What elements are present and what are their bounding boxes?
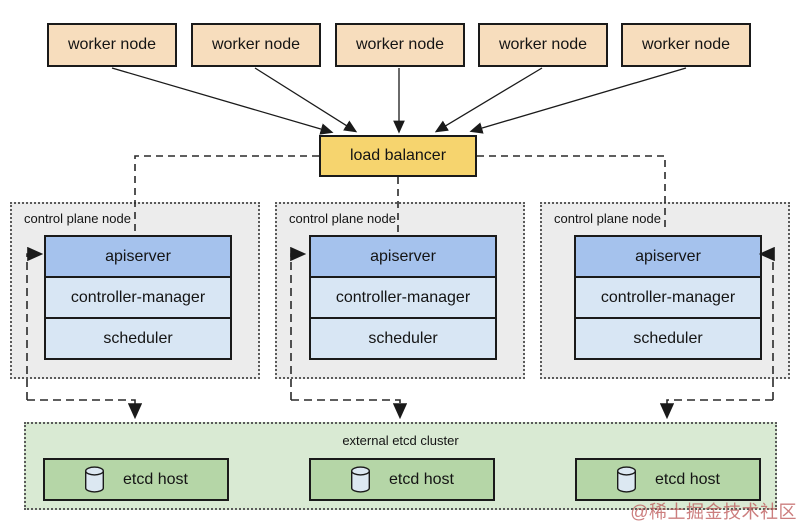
worker-node-box-4: worker node	[478, 23, 608, 67]
worker-node-label: worker node	[211, 36, 301, 53]
apiserver-box: apiserver	[44, 235, 232, 278]
control-plane-node-label: control plane node	[289, 211, 396, 226]
control-plane-node-label: control plane node	[554, 211, 661, 226]
control-plane-node-box-2: control plane node apiserver controller-…	[275, 202, 525, 379]
load-balancer-box: load balancer	[319, 135, 477, 177]
external-etcd-cluster-label: external etcd cluster	[342, 433, 459, 448]
scheduler-box: scheduler	[574, 317, 762, 360]
worker-node-box-3: worker node	[335, 23, 465, 67]
database-icon	[85, 466, 105, 493]
scheduler-box: scheduler	[309, 317, 497, 360]
load-balancer-label: load balancer	[349, 147, 447, 164]
etcd-host-label: etcd host	[389, 470, 454, 488]
apiserver-box: apiserver	[574, 235, 762, 278]
database-icon	[351, 466, 371, 493]
etcd-host-box-1: etcd host	[43, 458, 229, 501]
controller-manager-box: controller-manager	[574, 276, 762, 319]
scheduler-box: scheduler	[44, 317, 232, 360]
worker-node-box-2: worker node	[191, 23, 321, 67]
etcd-host-label: etcd host	[655, 470, 720, 488]
worker-to-lb-arrows	[111, 67, 687, 135]
database-icon	[617, 466, 637, 493]
worker-node-box-5: worker node	[621, 23, 751, 67]
etcd-host-label: etcd host	[123, 470, 188, 488]
controller-manager-box: controller-manager	[309, 276, 497, 319]
worker-node-label: worker node	[67, 36, 157, 53]
control-plane-node-box-3: control plane node apiserver controller-…	[540, 202, 790, 379]
control-plane-components: apiserver controller-manager scheduler	[44, 235, 232, 360]
worker-node-label: worker node	[498, 36, 588, 53]
external-etcd-cluster-box: external etcd cluster etcd host etcd hos…	[24, 422, 777, 510]
worker-node-label: worker node	[641, 36, 731, 53]
etcd-host-box-3: etcd host	[575, 458, 761, 501]
worker-node-box-1: worker node	[47, 23, 177, 67]
worker-node-label: worker node	[355, 36, 445, 53]
control-plane-components: apiserver controller-manager scheduler	[309, 235, 497, 360]
etcd-host-box-2: etcd host	[309, 458, 495, 501]
controller-manager-box: controller-manager	[44, 276, 232, 319]
control-plane-components: apiserver controller-manager scheduler	[574, 235, 762, 360]
apiserver-box: apiserver	[309, 235, 497, 278]
watermark: @稀土掘金技术社区	[630, 502, 797, 522]
control-plane-node-box-1: control plane node apiserver controller-…	[10, 202, 260, 379]
control-plane-node-label: control plane node	[24, 211, 131, 226]
